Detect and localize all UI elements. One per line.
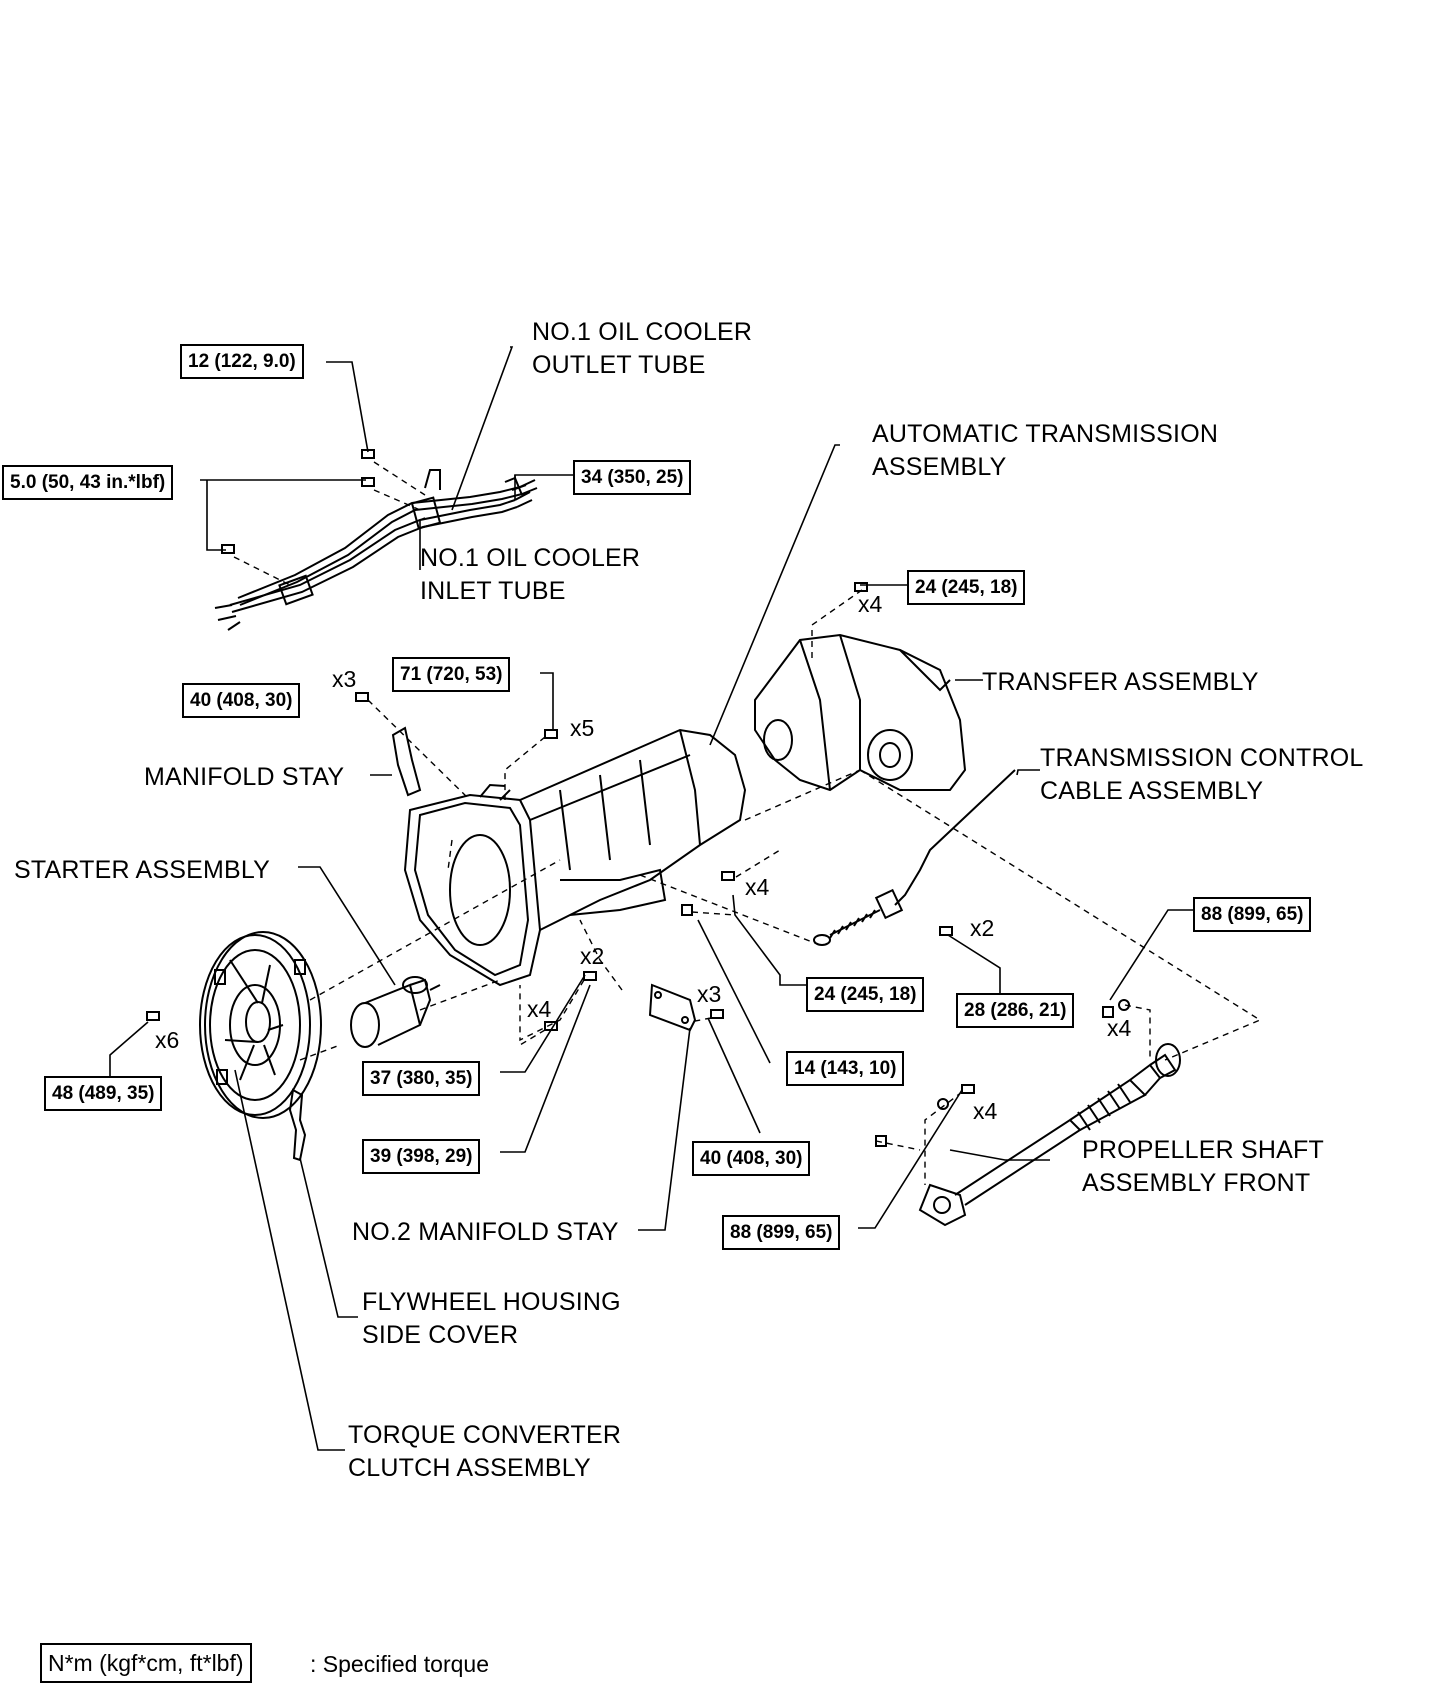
quantity-label: x3 xyxy=(332,666,357,692)
legend-unit-box: N*m (kgf*cm, ft*lbf) xyxy=(40,1643,252,1683)
torque-box: 24 (245, 18) xyxy=(806,977,925,1012)
quantity-label: x6 xyxy=(155,1027,180,1053)
transfer-case xyxy=(754,633,967,792)
trans-control-label-1: TRANSMISSION CONTROL xyxy=(1040,744,1364,772)
legend-description: : Specified torque xyxy=(310,1651,490,1677)
torque-box: 48 (489, 35) xyxy=(44,1076,163,1111)
torque-box: 40 (408, 30) xyxy=(692,1141,811,1176)
oil-cooler-outlet-label-2: OUTLET TUBE xyxy=(532,351,706,379)
oil-cooler-outlet-label-1: NO.1 OIL COOLER xyxy=(532,318,753,346)
auto-trans-label-2: ASSEMBLY xyxy=(872,453,1007,481)
quantity-label: x4 xyxy=(527,996,552,1022)
torque-conv-label-2: CLUTCH ASSEMBLY xyxy=(348,1454,591,1482)
quantity-label: x4 xyxy=(745,874,770,900)
trans-control-label-2: CABLE ASSEMBLY xyxy=(1040,777,1264,805)
quantity-label: x2 xyxy=(970,915,995,941)
quantity-label: x5 xyxy=(570,715,595,741)
oil-cooler-inlet-label-2: INLET TUBE xyxy=(420,577,566,605)
torque-box: 5.0 (50, 43 in.*lbf) xyxy=(2,465,174,500)
transfer-label: TRANSFER ASSEMBLY xyxy=(982,668,1259,696)
torque-converter xyxy=(199,931,322,1119)
quantity-label: x4 xyxy=(858,591,883,617)
manifold-stay-label: MANIFOLD STAY xyxy=(144,763,345,791)
auto-trans-label-1: AUTOMATIC TRANSMISSION xyxy=(872,420,1219,448)
quantity-label: x4 xyxy=(973,1098,998,1124)
control-cable xyxy=(813,769,1016,946)
oil-cooler-inlet-label-1: NO.1 OIL COOLER xyxy=(420,544,641,572)
torque-box: 24 (245, 18) xyxy=(907,570,1026,605)
torque-box: 88 (899, 65) xyxy=(722,1215,841,1250)
torque-box: 40 (408, 30) xyxy=(182,683,301,718)
alignment-lines xyxy=(233,461,1262,1185)
quantity-label: x2 xyxy=(580,943,605,969)
starter-motor xyxy=(350,976,441,1048)
leader-lines xyxy=(109,346,1195,1451)
propeller-label-2: ASSEMBLY FRONT xyxy=(1082,1169,1311,1197)
flywheel-label-2: SIDE COVER xyxy=(362,1321,519,1349)
torque-box: 12 (122, 9.0) xyxy=(180,344,304,379)
torque-box: 39 (398, 29) xyxy=(362,1139,481,1174)
torque-box: 71 (720, 53) xyxy=(392,657,511,692)
quantity-label: x4 xyxy=(1107,1015,1132,1041)
torque-box: 28 (286, 21) xyxy=(956,993,1075,1028)
torque-conv-label-1: TORQUE CONVERTER xyxy=(348,1421,622,1449)
propeller-shaft xyxy=(918,1043,1181,1227)
quantity-label: x3 xyxy=(697,981,722,1007)
torque-box: 88 (899, 65) xyxy=(1193,897,1312,932)
starter-label: STARTER ASSEMBLY xyxy=(14,856,271,884)
torque-box: 37 (380, 35) xyxy=(362,1061,481,1096)
propeller-label-1: PROPELLER SHAFT xyxy=(1082,1136,1324,1164)
torque-box: 14 (143, 10) xyxy=(786,1051,905,1086)
torque-box: 34 (350, 25) xyxy=(573,460,692,495)
no2-manifold-stay-label: NO.2 MANIFOLD STAY xyxy=(352,1218,619,1246)
manifold-stays xyxy=(391,726,697,1032)
flywheel-label-1: FLYWHEEL HOUSING xyxy=(362,1288,621,1316)
transmission-housing xyxy=(403,728,747,987)
